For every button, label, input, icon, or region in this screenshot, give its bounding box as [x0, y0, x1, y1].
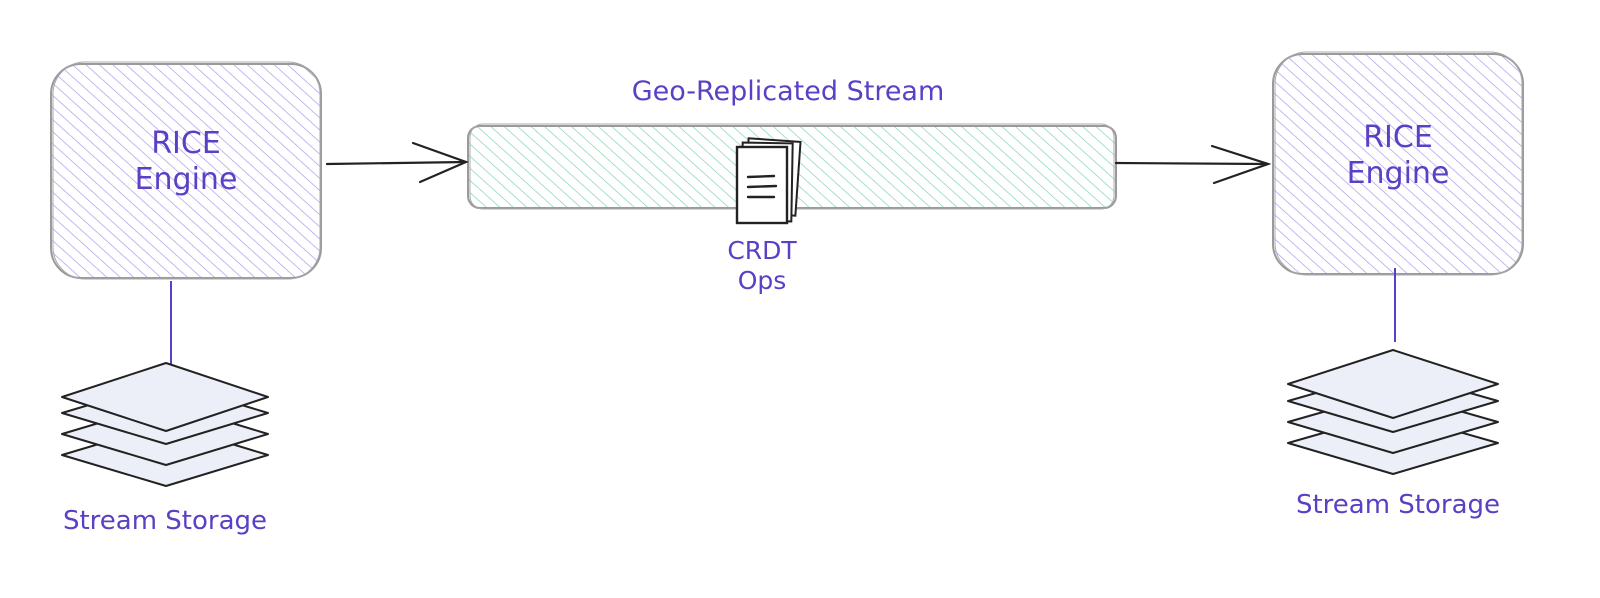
- left-storage-stack: [61, 362, 269, 487]
- right-storage-label: Stream Storage: [1295, 490, 1501, 520]
- stream-title: Geo-Replicated Stream: [631, 76, 945, 107]
- left-engine-label-line1: RICE: [151, 126, 221, 161]
- arrow-left-to-stream: [325, 141, 469, 184]
- right-storage-stack: [1287, 349, 1499, 475]
- left-engine-box: [50, 61, 322, 280]
- left-engine-label: RICE Engine: [51, 126, 321, 198]
- right-engine-box: [1272, 51, 1524, 276]
- left-storage-label: Stream Storage: [62, 506, 268, 536]
- right-engine-label-line1: RICE: [1363, 120, 1433, 155]
- document-stack-icon: [735, 137, 802, 225]
- right-engine-label: RICE Engine: [1273, 120, 1523, 192]
- right-engine-label-line2: Engine: [1346, 156, 1450, 191]
- left-engine-label-line2: Engine: [134, 162, 238, 197]
- crdt-ops-label: CRDT Ops: [700, 236, 824, 296]
- crdt-ops-label-line1: CRDT: [727, 236, 797, 265]
- arrow-stream-to-right: [1114, 144, 1272, 185]
- crdt-ops-label-line2: Ops: [737, 266, 787, 295]
